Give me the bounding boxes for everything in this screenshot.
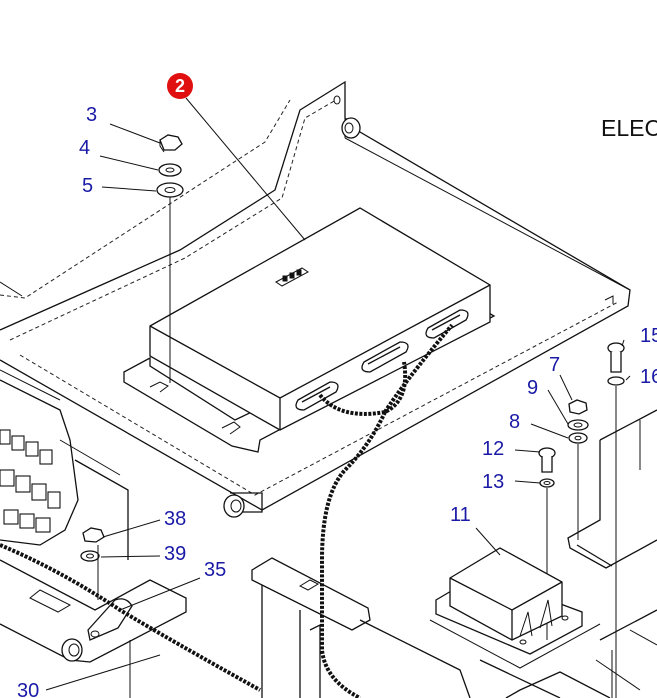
section-label: ELEC — [601, 115, 657, 141]
callout-4[interactable]: 4 — [79, 137, 90, 159]
callout-16[interactable]: 16 — [640, 366, 657, 388]
callout-3[interactable]: 3 — [86, 104, 97, 126]
part-2-label: 2 — [175, 76, 185, 96]
wiring-harness — [318, 323, 454, 698]
callout-30[interactable]: 30 — [17, 680, 39, 698]
callout-38[interactable]: 38 — [164, 508, 186, 530]
callout-12[interactable]: 12 — [482, 438, 504, 460]
left-panel — [0, 369, 261, 698]
callout-11[interactable]: 11 — [450, 504, 471, 526]
relay-unit — [429, 547, 601, 669]
leader-lines — [45, 97, 631, 691]
callout-39[interactable]: 39 — [164, 543, 186, 565]
part-2-badge[interactable]: 2 — [167, 73, 193, 99]
callout-13[interactable]: 13 — [482, 471, 504, 493]
callout-35[interactable]: 35 — [204, 559, 226, 581]
nut-washer-stack — [156, 134, 184, 383]
mounting-bracket — [0, 80, 631, 518]
callout-9[interactable]: 9 — [527, 377, 538, 399]
controller-box — [123, 207, 496, 453]
callout-8[interactable]: 8 — [509, 411, 520, 433]
callout-7[interactable]: 7 — [549, 354, 560, 376]
callout-15[interactable]: 15 — [640, 325, 657, 347]
callout-5[interactable]: 5 — [82, 175, 93, 197]
lower-frame — [251, 557, 657, 698]
callouts: 3 4 5 15 16 7 9 8 12 13 11 38 39 35 30 — [17, 104, 657, 698]
right-hardware — [538, 342, 657, 698]
